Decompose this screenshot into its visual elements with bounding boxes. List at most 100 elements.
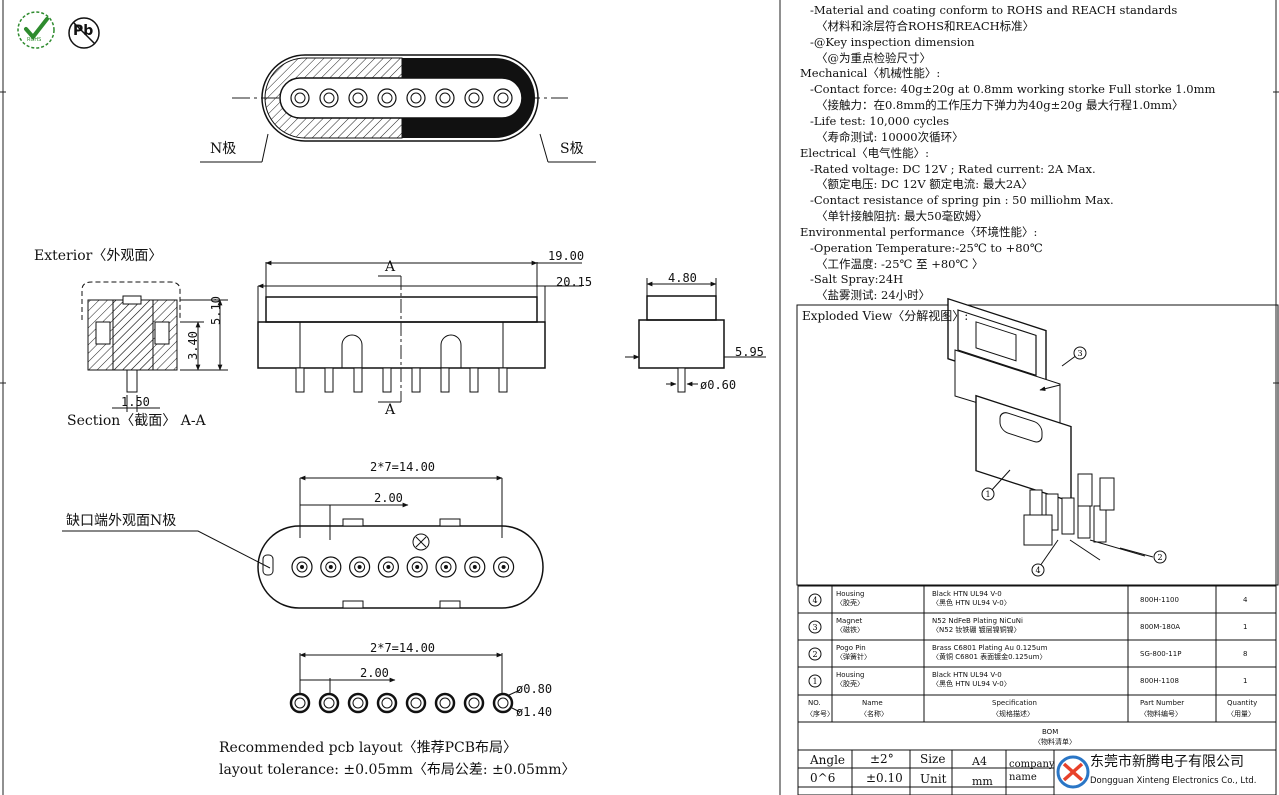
pcb-layout-label: Recommended pcb layout〈推荐PCB布局〉 <box>219 740 518 756</box>
n-pole-label: N极 <box>210 141 237 157</box>
bom-part-number: 800M-180A <box>1140 623 1181 631</box>
dim-pad-outer: ø1.40 <box>516 705 553 719</box>
bom-table-lines <box>797 585 1277 795</box>
bom-header-name: Name <box>862 699 883 707</box>
pcb-pad-hole <box>352 697 364 709</box>
spec-line: -@Key inspection dimension <box>810 34 975 49</box>
dim-pitch: 2.00 <box>374 491 403 505</box>
dim-5-95: 5.95 <box>735 345 764 359</box>
spec-line: Electrical〈电气性能〉: <box>800 145 929 160</box>
bom-header-name-cn: 〈名称〉 <box>860 710 888 718</box>
bom-quantity: 4 <box>1243 596 1248 604</box>
side-view <box>257 260 582 403</box>
tolerance-label: layout tolerance: ±0.05mm〈布局公差: ±0.05mm〉 <box>219 762 576 778</box>
spec-line: 〈接触力：在0.8mm的工作压力下弹力为40g±20g 最大行程1.0mm〉 <box>816 98 1184 113</box>
notch-face-view <box>62 475 544 609</box>
exploded-view-label: Exploded View〈分解视图〉: <box>802 309 969 323</box>
bom-balloon <box>808 647 822 661</box>
top-pin-inner <box>410 92 422 104</box>
spec-line: -Contact resistance of spring pin : 50 m… <box>810 193 1114 208</box>
section-label: Section〈截面〉 A-A <box>67 413 206 429</box>
company-name-en: Dongguan Xinteng Electronics Co., Ltd. <box>1090 776 1257 786</box>
dim-pcb-pitch-total: 2*7=14.00 <box>370 641 436 655</box>
bom-spec-cn: 〈黑色 HTN UL94 V-0〉 <box>932 599 1011 607</box>
dim-0-60: ø0.60 <box>700 378 737 392</box>
company-name-cn: 东莞市新腾电子有限公司 <box>1090 754 1244 770</box>
bom-name-cn: 〈胶壳〉 <box>836 680 864 688</box>
bom-header-qty-cn: 〈用量〉 <box>1227 710 1255 718</box>
notch-face-pins <box>291 556 515 578</box>
spec-line: 〈寿命测试: 10000次循环〉 <box>816 129 964 144</box>
bom-balloon-number: 4 <box>812 596 817 605</box>
notch-pin-dot <box>415 565 420 569</box>
bom-header-qty: Quantity <box>1227 699 1258 707</box>
exploded-balloon-number: 4 <box>1035 566 1040 575</box>
bom-header-spec-cn: 〈规格描述〉 <box>992 710 1034 718</box>
bom-header-no-cn: 〈序号〉 <box>806 710 834 718</box>
range-value: ±0.10 <box>866 771 903 785</box>
bom-header-part: Part Number <box>1140 699 1185 707</box>
bom-balloon <box>808 674 822 688</box>
exploded-view-illustration: 1 2 3 4 <box>947 297 1167 577</box>
angle-value: ±2° <box>870 752 894 766</box>
exploded-balloon-number: 3 <box>1077 349 1082 358</box>
bom-name-cn: 〈磁铁〉 <box>836 626 864 634</box>
bom-name-cn: 〈胶壳〉 <box>836 599 864 607</box>
bom-part-number: 800H-1100 <box>1140 596 1179 604</box>
exploded-balloon-number: 2 <box>1157 553 1162 562</box>
bom-spec: Brass C6801 Plating Au 0.125um <box>932 644 1048 652</box>
dim-pad-hole: ø0.80 <box>516 682 553 696</box>
bom-name: Pogo Pin <box>836 644 866 652</box>
top-face-view <box>200 54 596 163</box>
notch-pin-dot <box>357 565 362 569</box>
cut-a-bottom-label: A <box>385 402 396 418</box>
notch-view-label: 缺口端外观面N极 <box>66 513 177 529</box>
bom-spec: N52 NdFeB Plating NiCuNi <box>932 617 1023 625</box>
angle-label: Angle <box>810 753 846 767</box>
spec-line: -Operation Temperature:-25℃ to +80℃ <box>810 240 1043 255</box>
range-label: 0^6 <box>810 771 836 785</box>
bom-balloon <box>808 620 822 634</box>
dim-5-10: 5.10 <box>209 296 223 325</box>
exploded-balloon <box>981 487 995 501</box>
spec-line: -Life test: 10,000 cycles <box>810 113 950 128</box>
notch-pin-dot <box>300 565 304 569</box>
top-pin-inner <box>294 92 306 104</box>
notch-pin-dot <box>444 565 448 569</box>
spec-line: -Material and coating conform to ROHS an… <box>810 3 1178 17</box>
top-pin-inner <box>381 92 393 104</box>
size-label: Size <box>920 752 946 766</box>
section-a-a-view <box>81 281 228 412</box>
pcb-pad-hole <box>468 697 480 709</box>
exploded-balloon-number: 1 <box>985 490 990 499</box>
cut-a-top-label: A <box>385 259 396 275</box>
spec-line: 〈材料和涂层符合ROHS和REACH标准〉 <box>816 18 1035 33</box>
top-pin-inner <box>323 92 335 104</box>
bom-name: Magnet <box>836 617 863 625</box>
pcb-pad-hole <box>410 697 422 709</box>
top-pin-inner <box>439 92 451 104</box>
top-face-pins <box>290 88 513 108</box>
notch-pin-dot <box>472 565 477 569</box>
notch-pin-dot <box>328 565 333 569</box>
pb-badge-text: Pb <box>73 23 94 39</box>
spec-line: 〈盐雾测试: 24小时〉 <box>816 288 931 303</box>
bom-spec: Black HTN UL94 V-0 <box>932 590 1002 598</box>
bom-title-cn: 〈物料清单〉 <box>1034 738 1076 746</box>
top-pin-inner <box>497 92 509 104</box>
notch-pin-dot <box>386 565 391 569</box>
side-pin <box>411 367 421 393</box>
side-pin <box>324 367 334 393</box>
exploded-balloons: 1 2 3 4 <box>981 346 1167 577</box>
side-pin <box>295 367 305 393</box>
bom-header-spec: Specification <box>992 699 1037 707</box>
bom-quantity: 1 <box>1243 677 1248 685</box>
pcb-pad-hole <box>439 697 451 709</box>
bom-balloon-number: 1 <box>812 677 817 686</box>
bom-spec-cn: 〈黄铜 C6801 表面镀金0.125um〉 <box>932 653 1047 661</box>
bom-spec-cn: 〈N52 钕铁硼 镀层镍铜镍〉 <box>932 626 1021 634</box>
s-pole-label: S极 <box>560 141 584 157</box>
